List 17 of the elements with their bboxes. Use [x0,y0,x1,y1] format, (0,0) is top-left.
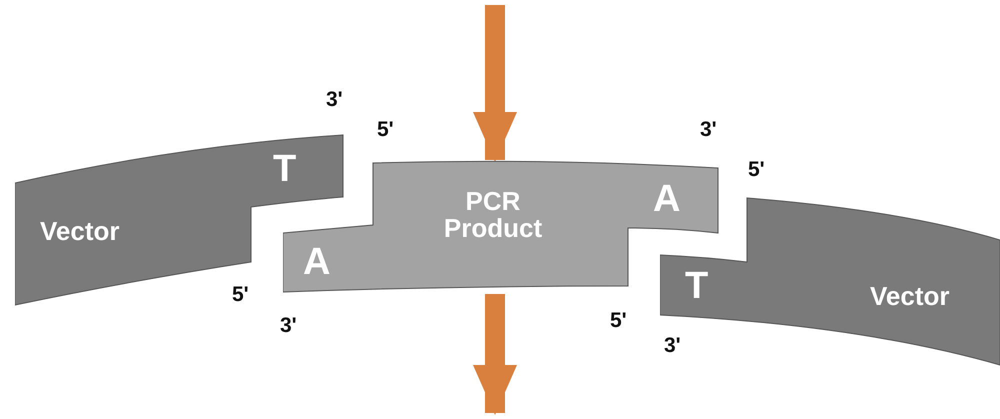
base-letter: T [273,150,296,190]
base-letter: T [685,267,708,307]
arrow [473,294,517,415]
strand-end-label: 5' [748,158,765,182]
strand-label: PCR Product [442,188,544,243]
strand-end-label: 5' [232,283,249,307]
strand-label: Vector [870,283,950,310]
strand-label: Vector [40,218,120,246]
strand-end-label: 3' [326,88,343,112]
strand-end-label: 5' [610,309,627,333]
strand-end-label: 3' [280,314,297,338]
arrow [473,5,517,162]
strand-end-label: 3' [664,334,681,358]
strand-end-label: 3' [700,118,717,142]
strand-end-label: 5' [377,118,394,142]
base-letter: A [653,180,680,220]
base-letter: A [303,243,330,283]
